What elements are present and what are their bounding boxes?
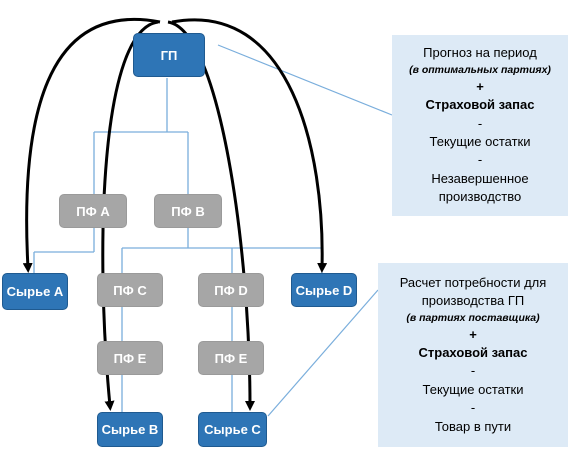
node-raw-a-label: Сырье А (6, 284, 64, 299)
node-raw-b-label: Сырье В (101, 422, 159, 437)
node-pf-e2: ПФ Е (198, 341, 264, 375)
panel-bottom-line6: Текущие остатки (422, 381, 524, 397)
panel-top-line5: - (477, 115, 483, 131)
panel-top-line3: + (476, 78, 484, 94)
callout-lines (217, 44, 393, 417)
node-raw-d: Сырье D (291, 273, 357, 307)
node-pf-b: ПФ В (154, 194, 222, 228)
panel-bottom-line5: - (470, 363, 476, 379)
node-raw-c-label: Сырье С (204, 422, 261, 437)
panel-top-line1: Прогноз на период (423, 45, 537, 61)
node-pf-e2-label: ПФ Е (214, 350, 248, 366)
panel-bottom-line8: Товар в пути (434, 418, 512, 434)
node-pf-d: ПФ D (198, 273, 264, 307)
node-gp-label: ГП (160, 47, 178, 63)
node-pf-b-label: ПФ В (171, 203, 205, 219)
node-pf-e1: ПФ Е (97, 341, 163, 375)
node-gp: ГП (133, 33, 205, 77)
node-pf-d-label: ПФ D (214, 282, 248, 298)
panel-top-line4: Страховой запас (425, 97, 535, 113)
panel-bottom-line2: (в партиях поставщика) (406, 311, 540, 324)
panel-top-line7: - (477, 152, 483, 168)
node-pf-c-label: ПФ С (113, 282, 147, 298)
node-pf-c: ПФ С (97, 273, 163, 307)
node-raw-c: Сырье С (198, 412, 267, 447)
node-pf-a: ПФ А (59, 194, 127, 228)
node-pf-e1-label: ПФ Е (113, 350, 147, 366)
panel-bottom-line7: - (470, 400, 476, 416)
tree-connectors (33, 78, 323, 412)
node-raw-a: Сырье А (2, 273, 68, 310)
panel-top-line8: Незавершенное производство (431, 170, 529, 205)
node-raw-d-label: Сырье D (295, 282, 353, 298)
node-pf-a-label: ПФ А (76, 203, 110, 219)
panel-bottom-line3: + (469, 326, 477, 342)
panel-bottom-line4: Страховой запас (418, 345, 528, 360)
panel-top-line6: Текущие остатки (429, 133, 531, 149)
panel-raw-material-formula: Расчет потребности для производства ГП (… (378, 263, 568, 447)
panel-finished-goods-formula: Прогноз на период (в оптимальных партиях… (392, 35, 568, 216)
panel-top-line2: (в оптимальных партиях) (409, 63, 551, 76)
node-raw-b: Сырье В (97, 412, 163, 447)
panel-bottom-line1: Расчет потребности для производства ГП (399, 274, 547, 309)
